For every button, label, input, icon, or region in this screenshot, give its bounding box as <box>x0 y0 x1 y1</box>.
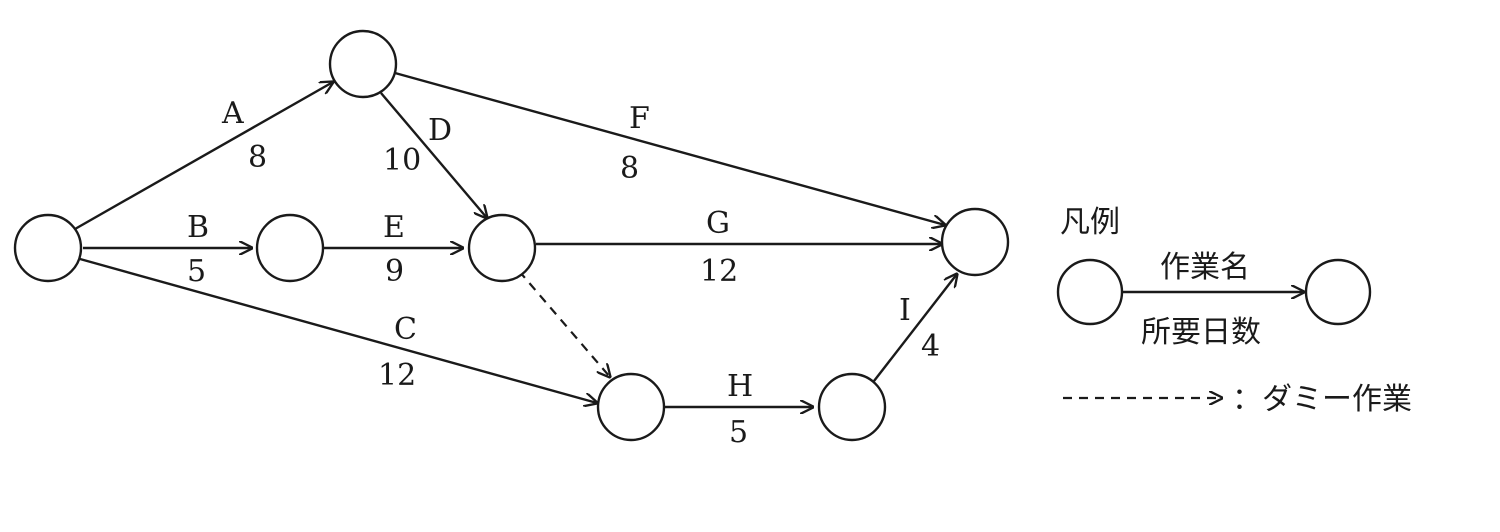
legend: 凡例 作業名 所要日数 ：ダミー作業 <box>1056 205 1412 417</box>
edge-dummy <box>518 270 610 377</box>
activity-label-B: B <box>187 210 209 245</box>
node-after-B <box>255 213 325 283</box>
edge-I <box>873 274 957 382</box>
duration-label-A: 8 <box>248 140 267 175</box>
activity-label-D: D <box>428 113 452 148</box>
edge-A <box>74 82 333 231</box>
node-after-H <box>817 372 887 442</box>
duration-label-F: 8 <box>620 151 639 186</box>
legend-node-right <box>1304 258 1372 326</box>
duration-label-B: 5 <box>187 254 206 289</box>
duration-label-I: 4 <box>921 329 940 364</box>
duration-label-H: 5 <box>729 415 748 450</box>
legend-dummy-text: ：ダミー作業 <box>1232 382 1412 417</box>
activity-label-H: H <box>727 369 753 404</box>
legend-duration: 所要日数 <box>1141 315 1261 350</box>
node-after-C <box>596 372 666 442</box>
activity-label-G: G <box>706 206 730 241</box>
legend-activity-name: 作業名 <box>1160 250 1250 285</box>
edge-C <box>79 257 597 403</box>
duration-label-G: 12 <box>700 254 738 289</box>
duration-label-C: 12 <box>378 358 416 393</box>
activity-label-I: I <box>899 293 911 328</box>
node-start <box>13 213 83 283</box>
activity-label-F: F <box>629 101 650 136</box>
duration-label-D: 10 <box>383 143 421 178</box>
node-after-D-E <box>467 213 537 283</box>
node-after-A <box>328 29 398 99</box>
node-end <box>940 207 1010 277</box>
activity-label-E: E <box>383 210 405 245</box>
legend-title: 凡例 <box>1060 205 1120 240</box>
edge-F <box>394 71 945 225</box>
legend-node-left <box>1056 258 1124 326</box>
duration-label-E: 9 <box>385 254 404 289</box>
edge-D <box>380 92 487 218</box>
activity-label-C: C <box>394 312 417 347</box>
activity-label-A: A <box>221 96 244 131</box>
